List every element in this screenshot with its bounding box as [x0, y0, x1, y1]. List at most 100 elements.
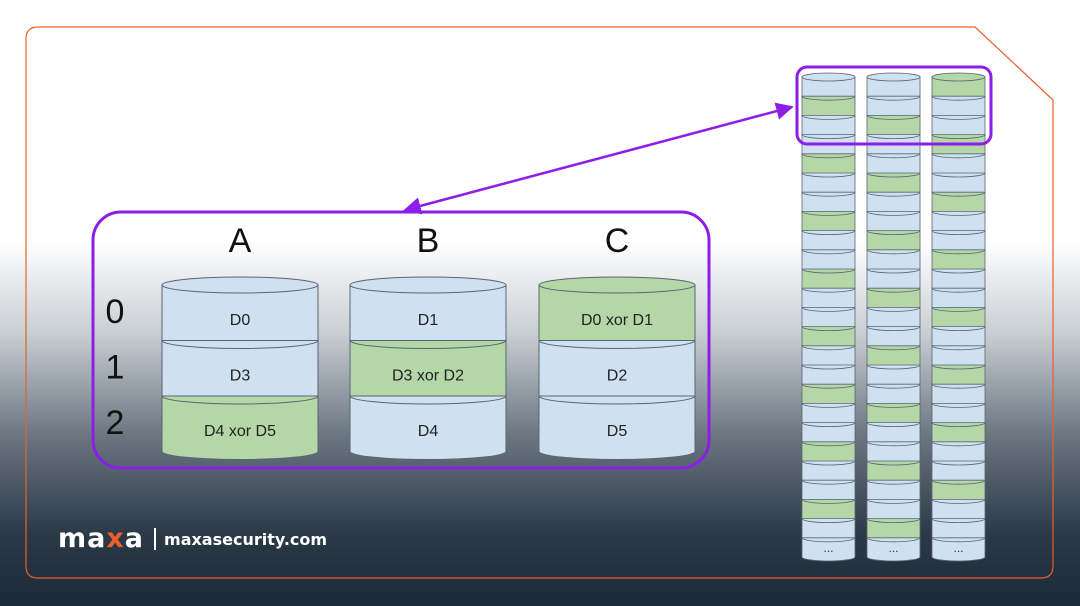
- stripe-column-1: ...: [801, 72, 856, 562]
- stripe-divider: [931, 326, 986, 331]
- stripe-divider: [801, 326, 856, 331]
- stripe-divider: [931, 480, 986, 485]
- stripe-divider: [931, 364, 986, 370]
- row-label-1: 1: [106, 349, 125, 387]
- stripe-divider: [866, 134, 921, 139]
- disk-top: [349, 276, 507, 294]
- disk-cell-label: D3 xor D2: [392, 367, 464, 384]
- stripe-cell: [931, 537, 986, 562]
- column-header-a: A: [229, 222, 252, 260]
- stripe-divider: [866, 172, 921, 178]
- stripe-divider: [931, 345, 986, 351]
- brand-url: maxasecurity.com: [164, 529, 328, 549]
- stripe-divider: [931, 153, 986, 159]
- stripe-divider: [866, 480, 921, 485]
- stripe-selection-highlight: [795, 65, 993, 146]
- stripe-divider: [801, 499, 856, 504]
- stripe-divider: [801, 480, 856, 485]
- stripe-ellipsis: ...: [953, 541, 963, 555]
- disk-cell-divider: [538, 340, 696, 349]
- stripe-divider: [931, 518, 986, 523]
- stripe-divider: [931, 441, 986, 447]
- disk-top: [538, 276, 696, 294]
- stripe-divider: [866, 153, 921, 159]
- stripe-divider: [866, 537, 921, 543]
- stripe-divider: [801, 460, 856, 466]
- disk-cell-divider: [161, 340, 319, 349]
- stripe-divider: [866, 115, 921, 120]
- stripe-divider: [931, 537, 986, 543]
- stripe-divider: [801, 153, 856, 159]
- maxa-logo: maxa: [58, 523, 145, 554]
- stripe-divider: [801, 96, 856, 101]
- stripe-divider: [866, 192, 921, 197]
- stripe-divider: [801, 384, 856, 389]
- stripe-divider: [866, 422, 921, 427]
- stripe-cell: [801, 537, 856, 562]
- disk-cell-divider: [538, 395, 696, 405]
- stripe-divider: [931, 115, 986, 120]
- stripe-divider: [931, 384, 986, 389]
- disk-b: D1 D3 xor D2 D4: [349, 276, 507, 460]
- stripe-divider: [801, 134, 856, 139]
- disk-cell-label: D3: [230, 367, 251, 384]
- stripe-top: [866, 72, 921, 82]
- stripe-top: [801, 72, 856, 82]
- disk-cell-label: D4: [418, 423, 439, 440]
- disk-cell: [538, 395, 696, 460]
- stripe-divider: [801, 172, 856, 178]
- stripe-divider: [931, 460, 986, 466]
- stripe-divider: [801, 268, 856, 274]
- column-header-c: C: [605, 222, 630, 260]
- brand-divider: [154, 528, 157, 550]
- stripe-divider: [931, 249, 986, 255]
- stripe-divider: [931, 499, 986, 504]
- stripe-divider: [931, 192, 986, 197]
- disk-cell: [161, 395, 319, 460]
- stripe-divider: [866, 288, 921, 293]
- stripe-divider: [866, 441, 921, 447]
- row-label-2: 2: [106, 404, 125, 442]
- stripe-divider: [931, 288, 986, 293]
- disk-top: [161, 276, 319, 294]
- disk-cell-label: D1: [418, 312, 439, 329]
- stripe-divider: [866, 268, 921, 274]
- disk-cell-label: D4 xor D5: [204, 423, 276, 440]
- stripe-divider: [931, 211, 986, 216]
- stripe-divider: [801, 518, 856, 523]
- stripe-divider: [866, 211, 921, 216]
- stripe-divider: [866, 345, 921, 351]
- disk-cell-divider: [349, 395, 507, 405]
- stripe-divider: [866, 307, 921, 312]
- stripe-divider: [801, 441, 856, 447]
- stripe-divider: [801, 211, 856, 216]
- stripe-ellipsis: ...: [888, 541, 898, 555]
- stripe-divider: [801, 249, 856, 255]
- stripe-divider: [801, 537, 856, 543]
- stripe-divider: [801, 230, 856, 235]
- disk-cell-label: D5: [607, 423, 628, 440]
- stripe-divider: [866, 518, 921, 523]
- stripe-divider: [801, 364, 856, 370]
- disk-cell-label: D2: [607, 367, 628, 384]
- stripe-divider: [866, 326, 921, 331]
- stripe-divider: [931, 230, 986, 235]
- brand-footer: maxa maxasecurity.com: [58, 524, 327, 554]
- stripe-divider: [866, 230, 921, 235]
- zoom-arrow: [403, 102, 794, 215]
- stripe-column-3: ...: [931, 72, 986, 562]
- row-label-0: 0: [106, 293, 125, 331]
- disk-cell-label: D0 xor D1: [581, 312, 653, 329]
- stripe-divider: [801, 403, 856, 408]
- stripe-divider: [866, 460, 921, 466]
- stripe-cell: [866, 537, 921, 562]
- stripe-top: [931, 72, 986, 82]
- stripe-divider: [866, 96, 921, 101]
- stripe-divider: [866, 249, 921, 255]
- outer-frame: [25, 26, 1054, 579]
- stripe-divider: [866, 364, 921, 370]
- raid-group-highlight: [91, 210, 711, 470]
- stripe-divider: [801, 115, 856, 120]
- stripe-divider: [931, 422, 986, 427]
